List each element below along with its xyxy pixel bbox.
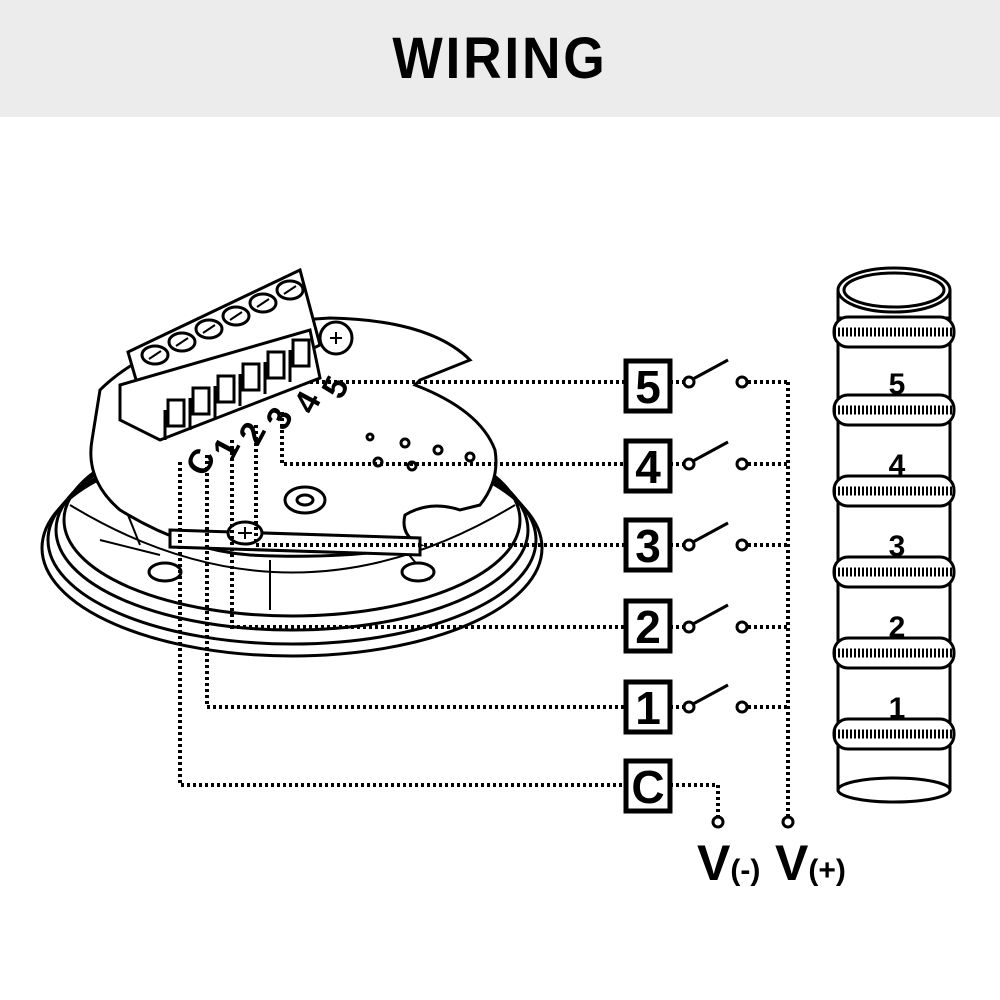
- switch-1: [682, 683, 749, 714]
- switches: [682, 358, 795, 829]
- switch-5: [682, 358, 749, 389]
- terminal-block: [118, 267, 322, 442]
- wire-1: [205, 455, 625, 709]
- header-bar: WIRING: [0, 0, 1000, 117]
- page-title: WIRING: [392, 26, 608, 91]
- v-plus-main: V: [775, 835, 809, 891]
- wire-3: [254, 425, 625, 547]
- tier-label-5: 5: [889, 368, 906, 401]
- box-label-1: 1: [635, 682, 661, 734]
- v-minus-wire: [670, 783, 720, 816]
- terminal-boxes: 5 4 3 2 1 C: [623, 358, 673, 814]
- tower-rings: [832, 315, 956, 751]
- box-label-c: C: [631, 761, 664, 813]
- svg-text:V(+): V(+): [775, 835, 846, 891]
- tier-label-2: 2: [889, 611, 906, 644]
- wire-paths: [178, 380, 790, 816]
- v-plus-sub: (+): [808, 854, 846, 887]
- supply-labels: V(-) V(+): [697, 835, 846, 891]
- switch-4: [682, 440, 749, 471]
- tier-label-4: 4: [889, 449, 906, 482]
- tier-label-1: 1: [889, 692, 906, 725]
- switch-2: [682, 603, 749, 634]
- terminal-labels: C 1 2 3 4 5: [179, 370, 357, 482]
- box-label-5: 5: [635, 361, 661, 413]
- wire-2: [230, 440, 625, 629]
- v-minus-sub: (-): [730, 854, 760, 887]
- v-plus-terminal: [781, 815, 795, 829]
- box-label-3: 3: [635, 520, 661, 572]
- box-label-2: 2: [635, 601, 661, 653]
- stack-light-tower: 5 4 3 2 1: [832, 266, 956, 804]
- wire-c: [178, 462, 625, 787]
- svg-text:V(-): V(-): [697, 835, 760, 891]
- v-minus-terminal: [711, 815, 725, 829]
- v-minus-main: V: [697, 835, 731, 891]
- switch-3: [682, 521, 749, 552]
- box-label-4: 4: [635, 441, 661, 493]
- tier-label-3: 3: [889, 530, 906, 563]
